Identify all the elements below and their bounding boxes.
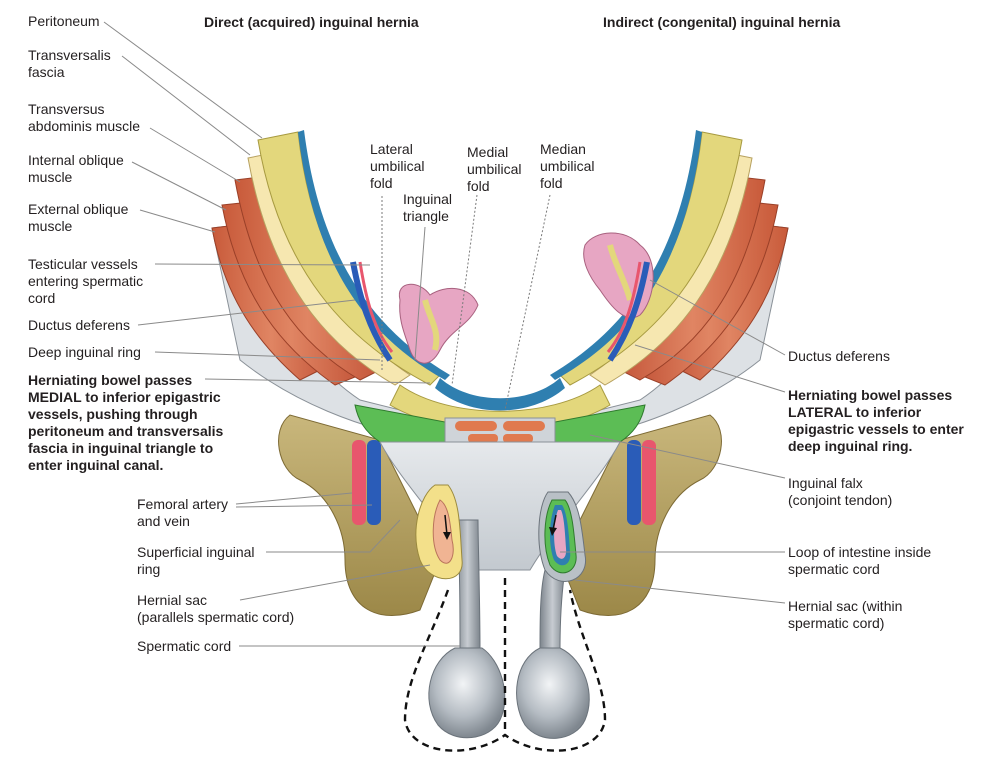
label-loop-of-intestine: Loop of intestine inside spermatic cord [788, 544, 932, 577]
label-transversus-abdominis: Transversus abdominis muscle [28, 101, 141, 134]
abdominal-wall-left [211, 130, 450, 441]
label-spermatic-cord: Spermatic cord [137, 638, 232, 654]
note-indirect-hernia: Herniating bowel passes LATERAL to infer… [788, 387, 964, 454]
inferior-epigastric-vessels-right [606, 261, 650, 362]
label-external-oblique: External oblique muscle [28, 201, 129, 234]
leader-lines-center [381, 194, 551, 411]
label-deep-inguinal-ring: Deep inguinal ring [28, 344, 141, 360]
leader-lines-right [560, 279, 786, 604]
label-hernial-sac-direct: Hernial sac (parallels spermatic cord) [137, 592, 295, 625]
aponeurosis [379, 441, 621, 571]
title-direct-hernia: Direct (acquired) inguinal hernia [204, 14, 419, 30]
label-testicular-vessels: Testicular vessels entering spermatic co… [28, 256, 144, 306]
direct-hernial-sac [415, 484, 463, 580]
label-median-umbilical-fold: Median umbilical fold [540, 141, 595, 191]
inferior-epigastric-vessels-left [350, 261, 394, 362]
femoral-vessels-left [352, 440, 381, 525]
label-ductus-deferens-left: Ductus deferens [28, 317, 130, 333]
label-transversalis-fascia: Transversalis fascia [28, 47, 111, 80]
peritoneum-floor [435, 378, 565, 411]
title-indirect-hernia: Indirect (congenital) inguinal hernia [603, 14, 841, 30]
label-superficial-inguinal-ring: Superficial inguinal ring [137, 544, 255, 577]
label-peritoneum: Peritoneum [28, 13, 100, 29]
label-ductus-deferens-right: Ductus deferens [788, 348, 890, 364]
bowel-loop-right [583, 232, 654, 318]
abdominal-wall-right [550, 130, 789, 441]
label-inguinal-triangle: Inguinal triangle [403, 191, 453, 224]
indirect-hernial-sac [538, 491, 586, 582]
label-hernial-sac-indirect: Hernial sac (within spermatic cord) [788, 598, 903, 631]
note-direct-hernia: Herniating bowel passes MEDIAL to inferi… [28, 372, 224, 473]
label-inguinal-falx: Inguinal falx (conjoint tendon) [788, 475, 893, 508]
spermatic-cord-right [516, 569, 590, 739]
label-lateral-umbilical-fold: Lateral umbilical fold [370, 141, 425, 191]
label-internal-oblique: Internal oblique muscle [28, 152, 124, 185]
label-femoral-vessels: Femoral artery and vein [137, 496, 229, 529]
bowel-loop-left [398, 283, 479, 364]
femoral-vessels-right [627, 440, 656, 525]
leader-lines-left [103, 21, 460, 647]
label-medial-umbilical-fold: Medial umbilical fold [467, 144, 522, 194]
